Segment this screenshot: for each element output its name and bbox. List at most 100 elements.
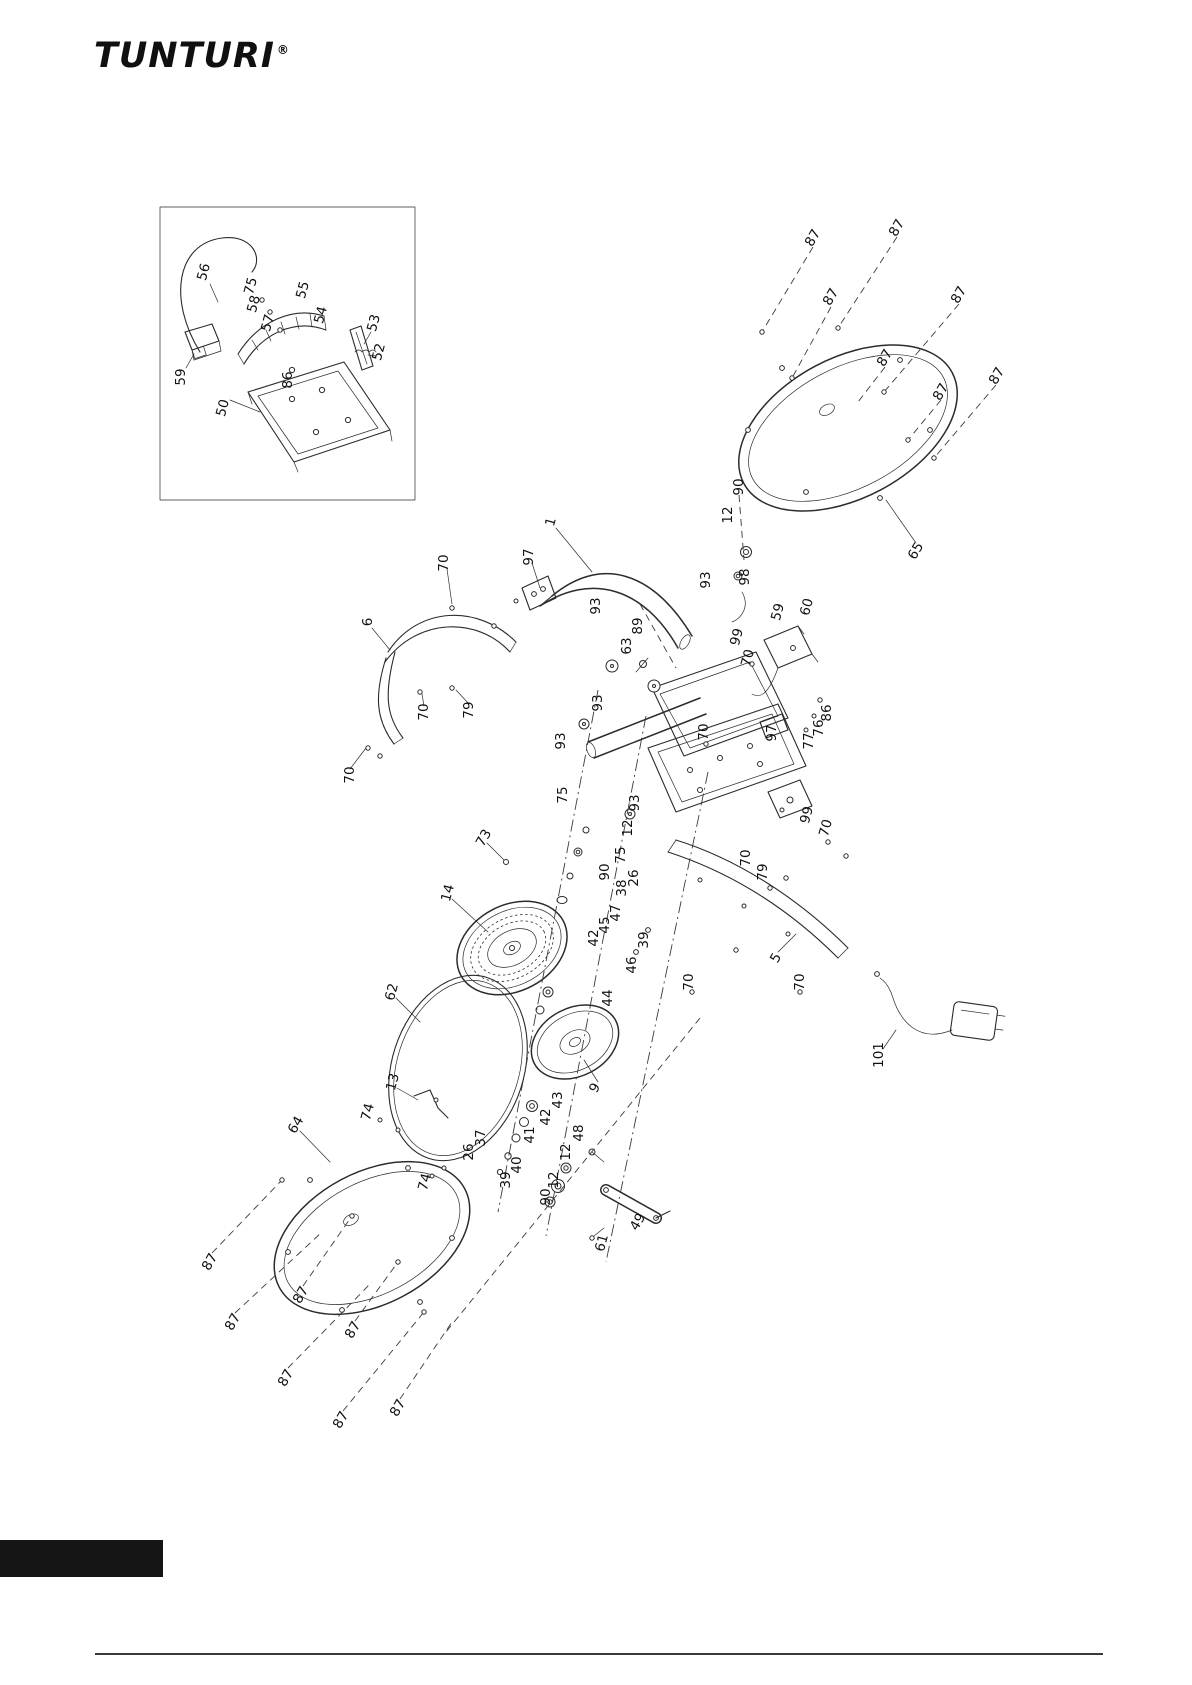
part-number-label: 76	[811, 719, 827, 736]
part-number-label: 89	[630, 617, 646, 634]
frame-base	[647, 703, 807, 813]
mast-clamp	[521, 575, 557, 611]
rear-guard	[667, 839, 849, 959]
part-number-label: 53	[364, 313, 384, 334]
part-number-label: 12	[620, 819, 636, 836]
part-number-label: 70	[416, 703, 432, 720]
footer-black-block	[0, 1540, 163, 1577]
part-number-label: 70	[738, 648, 758, 669]
resistance-unit	[751, 625, 823, 739]
leader-lines	[211, 236, 997, 1412]
part-number-label: 87	[820, 286, 842, 309]
front-guard	[365, 605, 517, 759]
part-number-label: 79	[755, 863, 771, 880]
curved-rack	[237, 312, 325, 355]
pin	[277, 327, 283, 333]
part-number-label: 14	[438, 883, 458, 904]
part-number-label: 60	[797, 597, 817, 618]
part-number-label: 5	[767, 950, 785, 965]
part-number-label: 87	[802, 227, 824, 250]
part-number-label: 70	[816, 818, 836, 839]
part-number-label: 87	[948, 284, 970, 307]
part-number-label: 43	[550, 1091, 566, 1108]
slide-rail	[349, 325, 374, 371]
part-number-label: 75	[613, 846, 629, 863]
part-number-label: 90	[538, 1188, 554, 1205]
part-number-label: 9	[586, 1080, 604, 1095]
part-number-label: 40	[509, 1156, 525, 1173]
bottom-rule	[95, 1653, 1103, 1655]
part-number-label: 52	[369, 342, 389, 363]
main-frame	[586, 651, 813, 819]
inset-subassembly	[159, 206, 416, 501]
part-number-label: 70	[681, 973, 697, 990]
part-number-label: 87	[290, 1284, 312, 1307]
frame-column	[651, 651, 789, 757]
crank-assembly	[544, 1148, 671, 1241]
part-number-label: 65	[905, 540, 927, 563]
part-number-label: 86	[280, 371, 296, 388]
part-number-label: 93	[590, 694, 606, 711]
screw-hole	[449, 1235, 455, 1241]
bolt-61	[589, 1235, 595, 1241]
bolt-hole	[312, 428, 320, 436]
part-number-label: 70	[342, 766, 358, 783]
part-number-label: 79	[461, 701, 477, 718]
screw-hole	[339, 1307, 345, 1313]
pin	[259, 297, 265, 303]
side-cover-right	[738, 344, 958, 512]
part-number-label: 73	[473, 827, 495, 850]
part-number-label: 75	[555, 786, 571, 803]
part-number-label: 99	[797, 805, 817, 826]
cable-98	[731, 591, 746, 623]
axle-hardware	[496, 826, 651, 1176]
part-number-label: 39	[498, 1171, 514, 1188]
part-number-label: 59	[768, 602, 788, 623]
spring	[354, 349, 377, 353]
screw-hole	[405, 1165, 411, 1171]
bolt-hole	[288, 395, 296, 403]
handlebar-mast	[513, 572, 693, 650]
part-number-label: 26	[626, 869, 642, 886]
screw-hole	[927, 427, 933, 433]
part-number-label: 12	[546, 1171, 562, 1188]
part-number-label: 93	[698, 571, 714, 588]
bolt-hole	[344, 416, 352, 424]
bracket-97	[759, 713, 789, 739]
pin	[267, 309, 273, 315]
cable-pulleys	[578, 546, 752, 820]
cover-outline	[738, 344, 958, 512]
screw-hole	[897, 357, 903, 363]
part-number-label: 49	[627, 1211, 649, 1234]
part-number-label: 97	[764, 724, 780, 741]
part-number-label: 59	[173, 368, 189, 385]
screw-hole	[285, 1249, 291, 1255]
part-number-label: 77	[801, 732, 817, 749]
part-number-label: 39	[636, 931, 652, 948]
part-number-label: 47	[608, 904, 624, 921]
inset-border	[159, 206, 416, 501]
part-number-label: 45	[597, 916, 613, 933]
part-number-label: 46	[624, 956, 640, 973]
screw-hole	[307, 1177, 313, 1183]
cover-outline	[273, 1160, 471, 1316]
part-number-label: 93	[588, 597, 604, 614]
screw-hole	[745, 427, 751, 433]
part-number-label: 87	[930, 381, 952, 404]
screw-hole	[877, 495, 883, 501]
part-number-label: 63	[619, 637, 635, 654]
part-number-label: 50	[213, 398, 233, 419]
part-number-label: 12	[558, 1143, 574, 1160]
part-number-label: 48	[571, 1124, 587, 1141]
part-number-label: 87	[222, 1311, 244, 1334]
screw-73	[503, 859, 509, 865]
part-number-label: 87	[330, 1409, 352, 1432]
part-number-label: 70	[792, 973, 808, 990]
axis-lines	[445, 494, 745, 1333]
part-number-label: 41	[522, 1126, 538, 1143]
part-number-label: 55	[293, 280, 313, 301]
part-number-label: 13	[383, 1072, 403, 1093]
bolt-hole	[318, 386, 326, 394]
